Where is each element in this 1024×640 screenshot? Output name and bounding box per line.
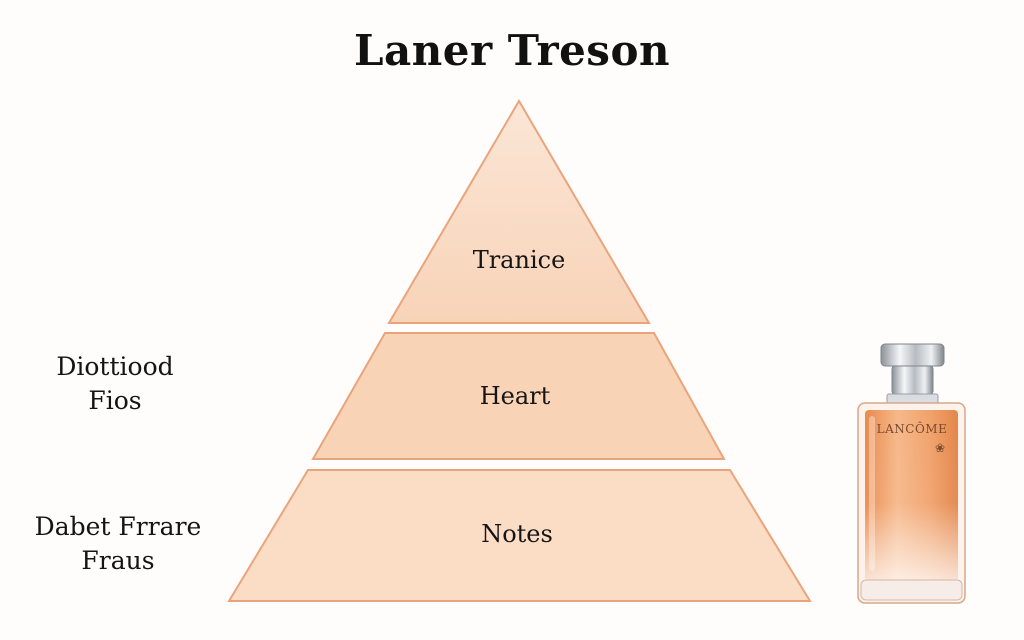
pyramid-tier-top xyxy=(387,99,651,324)
bottle-cap-neck xyxy=(891,365,934,395)
side-label-upper-line-2: Fios xyxy=(88,386,142,415)
bottle-rose-icon: ❀ xyxy=(935,441,945,455)
side-label-upper-line-1: Diottiood xyxy=(56,352,174,381)
side-label-lower-line-1: Dabet Frrare xyxy=(34,512,202,541)
bottle-brand-label: LANCÔME xyxy=(877,420,948,436)
pyramid-tier-bottom xyxy=(227,469,812,602)
perfume-bottle: LANCÔME ❀ xyxy=(857,343,966,604)
bottle-base xyxy=(860,579,963,601)
bottle-cap-top xyxy=(880,343,945,367)
diagram-title: Laner Treson xyxy=(354,26,670,75)
side-label-lower-line-2: Fraus xyxy=(81,546,155,575)
pyramid-tier-middle xyxy=(311,332,726,460)
side-label-lower: Dabet Frrare Fraus xyxy=(18,510,218,578)
tier-label-bottom: Notes xyxy=(481,520,553,548)
side-label-upper: Diottiood Fios xyxy=(40,350,190,418)
tier-label-middle: Heart xyxy=(480,382,551,410)
tier-label-top: Tranice xyxy=(473,246,566,274)
